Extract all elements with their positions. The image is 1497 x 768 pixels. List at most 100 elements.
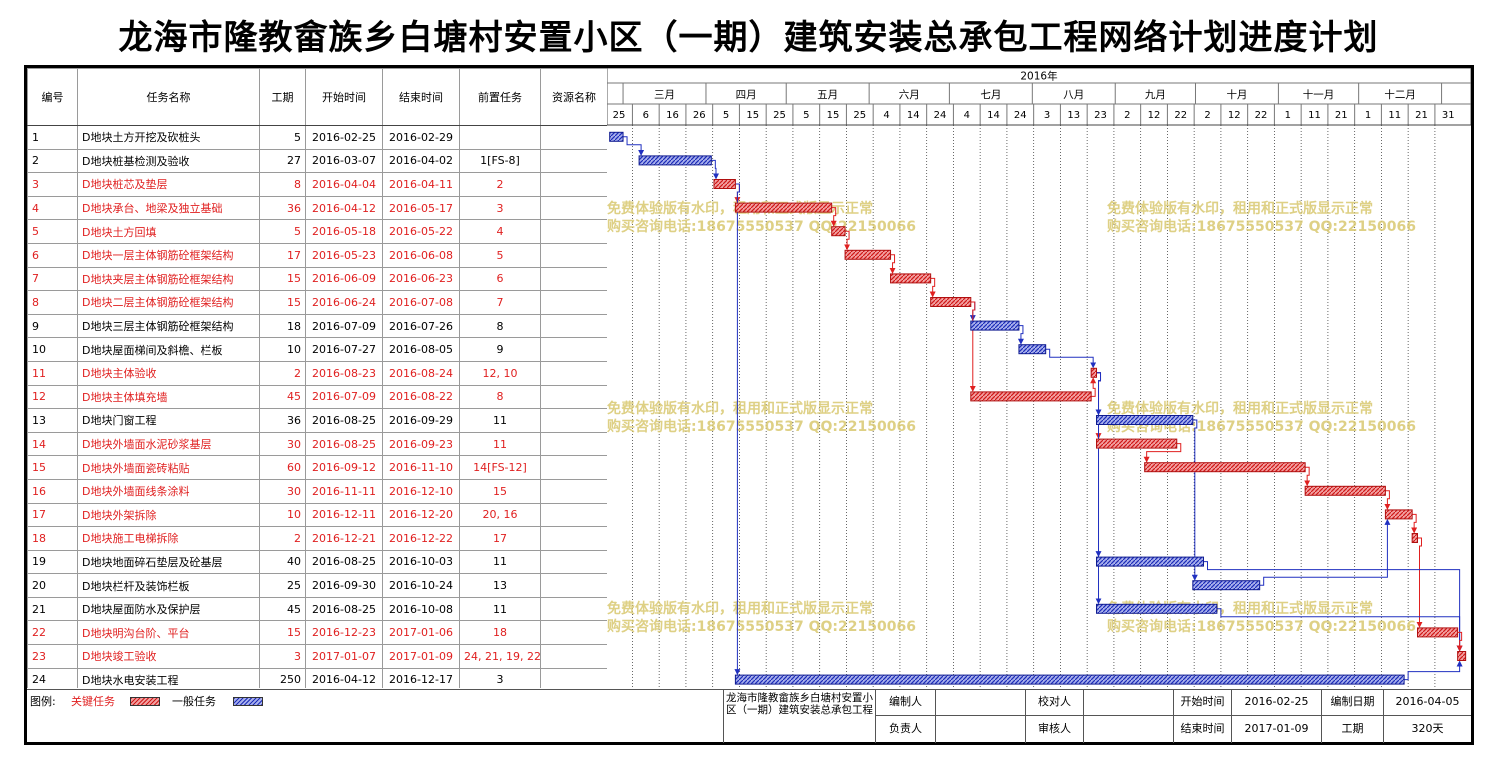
task-start-cell: 2016-11-11 [305,478,383,504]
col-header-end: 结束时间 [382,68,460,126]
day-tick-label: 1 [1285,110,1291,121]
dependency-link [1143,443,1182,463]
task-duration-cell: 40 [259,549,306,575]
month-label: 四月 [736,89,757,101]
legend-normal-label: 一般任务 [172,695,216,708]
task-end-cell: 2016-10-24 [382,573,460,598]
task-name-cell: D地块承台、地梁及独立基础 [77,195,260,221]
watermark-text: 免费体验版有水印，租用和正式版显示正常 [1107,200,1373,217]
task-bar [734,674,1405,685]
task-start-cell: 2016-09-12 [305,455,383,480]
task-resource-cell [540,172,607,197]
watermark-text: 购买咨询电话:18675550537 QQ:22150066 [1107,618,1416,635]
dependency-link [1456,631,1463,652]
task-duration-cell: 2 [259,360,306,386]
task-duration-cell: 5 [259,219,306,244]
task-resource-cell [540,242,607,268]
day-tick-label: 5 [723,110,729,121]
task-predecessor-cell: 17 [459,526,541,551]
task-duration-cell: 36 [259,408,306,433]
task-end-cell: 2016-05-22 [382,219,460,244]
task-name-cell: D地块地面碎石垫层及砼基层 [77,549,260,575]
task-resource-cell [540,526,607,551]
task-start-cell: 2016-09-30 [305,573,383,598]
dependency-link [1203,561,1463,652]
task-name-cell: D地块桩芯及垫层 [77,172,260,197]
task-duration-cell: 36 [259,195,306,221]
task-end-cell: 2016-05-17 [382,195,460,221]
task-start-cell: 2016-12-23 [305,620,383,646]
task-end-cell: 2016-04-02 [382,148,460,174]
task-predecessor-cell: 11 [459,431,541,457]
task-predecessor-cell: 24, 21, 19, 22 [459,644,541,669]
task-bar [844,249,892,260]
task-predecessor-cell: 20, 16 [459,502,541,528]
task-resource-cell [540,384,607,410]
footer-project-name: 龙海市隆教畲族乡白塘村安置小区（一期）建筑安装总承包工程 [723,689,875,743]
task-resource-cell [540,266,607,292]
dependency-link [844,230,851,251]
task-predecessor-cell: 3 [459,195,541,221]
task-bar [1417,627,1459,638]
task-id-cell: 14 [27,431,78,457]
dependency-link [889,254,896,274]
day-tick-label: 12 [1148,110,1161,121]
task-resource-cell [540,549,607,575]
day-tick-label: 3 [1044,110,1050,121]
task-bar [1096,438,1178,449]
task-start-cell: 2016-04-12 [305,667,383,688]
task-end-cell: 2016-10-03 [382,549,460,575]
task-bar [1192,580,1261,591]
task-predecessor-cell: 8 [459,313,541,339]
day-tick-label: 11 [1388,110,1401,121]
task-resource-cell [540,219,607,244]
day-tick-label: 1 [1365,110,1371,121]
task-bar [1304,485,1386,496]
task-bars [609,131,1467,685]
day-tick-label: 22 [1255,110,1268,121]
task-end-cell: 2017-01-09 [382,644,460,669]
day-tick-label: 5 [803,110,809,121]
task-predecessor-cell: 11 [459,596,541,622]
task-resource-cell [540,455,607,480]
month-label: 八月 [1063,89,1084,101]
month-label: 十月 [1226,88,1247,101]
task-bar [1018,344,1047,355]
task-bar [1090,367,1098,378]
task-name-cell: D地块主体验收 [77,360,260,386]
task-bar [609,131,624,142]
task-predecessor-cell [459,125,541,150]
day-tick-label: 4 [964,110,970,121]
dependency-link [1384,490,1391,510]
task-predecessor-cell: 2 [459,172,541,197]
task-predecessor-cell: 4 [459,219,541,244]
task-predecessor-cell: 8 [459,384,541,410]
page-title: 龙海市隆教畲族乡白塘村安置小区（一期）建筑安装总承包工程网络计划进度计划 [118,18,1379,58]
task-id-cell: 18 [27,526,78,551]
